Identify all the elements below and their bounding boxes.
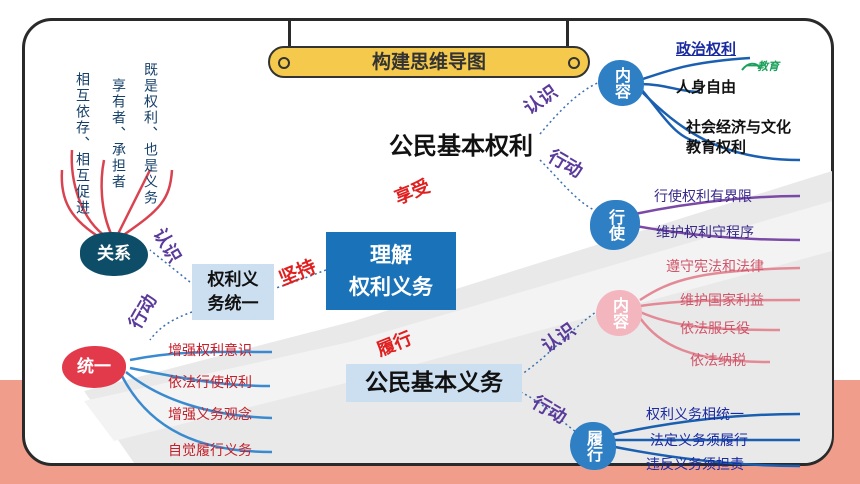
understand-line1: 理解 [370, 243, 412, 267]
duties-fulfill-item: 权利义务相统一 [646, 407, 744, 423]
rights-content-item: 教育权利 [686, 138, 747, 156]
unity-box: 权利义 务统一 [192, 264, 274, 320]
rights-title: 公民基本权利 [389, 132, 533, 160]
unity-item: 增强权利意识 [168, 343, 252, 359]
duties-content-item: 依法纳税 [690, 353, 746, 369]
duties-content-cloud: 内容 [596, 290, 642, 336]
duties-fulfill-item: 违反义务须担责 [646, 457, 744, 473]
duties-fulfill-item: 法定义务须履行 [650, 433, 748, 449]
unity-cloud: 统一 [62, 346, 126, 388]
relation-node: 关系 [97, 244, 131, 264]
banner-rivet-icon [568, 57, 580, 69]
watermark-logo: 一教育 [746, 60, 779, 73]
rights-content-item: 政治权利 [676, 40, 737, 58]
rights-exercise-item: 维护权利守程序 [656, 225, 754, 241]
rights-content-item: 社会经济与文化 [686, 118, 792, 136]
understand-box: 理解 权利义务 [326, 232, 456, 310]
duties-content-item: 遵守宪法和法律 [666, 259, 764, 275]
unity-line2: 务统一 [207, 294, 259, 314]
page-title: 构建思维导图 [268, 46, 590, 78]
duties-content-item: 依法服兵役 [680, 321, 750, 337]
rights-exercise-node: 行使 [606, 209, 625, 241]
duties-fulfill-node: 履行 [584, 430, 603, 462]
unity-node: 统一 [77, 357, 111, 377]
duties-content-node: 内容 [610, 297, 629, 329]
shadow-wedge [84, 171, 832, 463]
rights-content-item: 人身自由 [676, 78, 737, 96]
duties-content-item: 维护国家利益 [680, 293, 764, 309]
duties-title: 公民基本义务 [346, 364, 522, 402]
rights-content-cloud: 内容 [598, 60, 644, 106]
relation-item: 享有者、承担者 [110, 78, 126, 190]
rights-content-node: 内容 [612, 67, 631, 99]
board-surface [24, 21, 832, 463]
banner-post [566, 18, 569, 48]
relation-item: 既是权利、也是义务 [142, 62, 158, 206]
understand-line2: 权利义务 [349, 275, 433, 299]
banner-post [288, 18, 291, 48]
unity-item: 自觉履行义务 [168, 443, 252, 459]
duties-fulfill-cloud: 履行 [570, 422, 616, 470]
relation-item: 相互依存、相互促进 [74, 72, 90, 216]
rights-exercise-cloud: 行使 [590, 200, 640, 250]
relation-cloud: 关系 [80, 232, 148, 276]
title-banner: 构建思维导图 [268, 18, 590, 78]
unity-line1: 权利义 [207, 270, 259, 290]
unity-item: 增强义务观念 [168, 407, 252, 423]
unity-item: 依法行使权利 [168, 375, 252, 391]
banner-rivet-icon [278, 57, 290, 69]
rights-exercise-item: 行使权利有界限 [654, 189, 752, 205]
